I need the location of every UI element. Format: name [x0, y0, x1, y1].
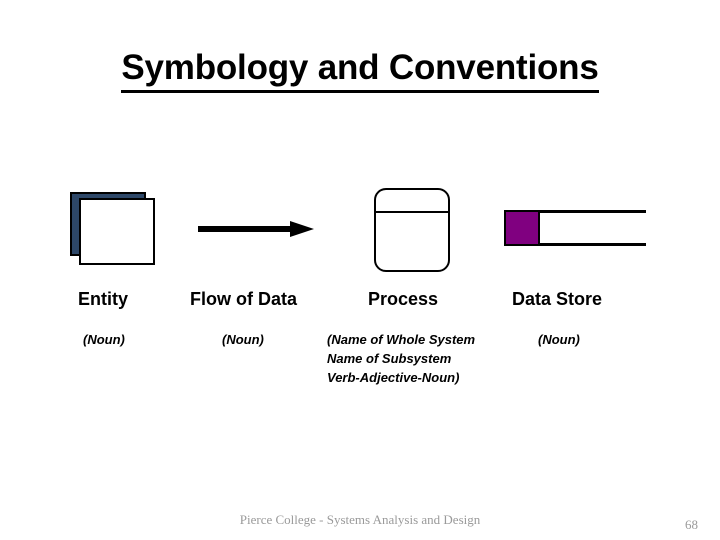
- symbol-label-flow: Flow of Data: [190, 289, 297, 309]
- datastore-bottom-line: [504, 243, 646, 246]
- page-number: 68: [685, 517, 698, 532]
- page-title: Symbology and Conventions: [0, 48, 720, 93]
- page-title-text: Symbology and Conventions: [121, 48, 599, 93]
- datastore-top-line: [504, 210, 646, 213]
- open-rectangle-icon: [504, 210, 646, 246]
- footer-text: Pierce College - Systems Analysis and De…: [239, 512, 481, 527]
- symbol-description-datastore: (Noun): [538, 332, 580, 347]
- stacked-squares-icon: [70, 192, 160, 270]
- right-arrow-icon: [198, 221, 314, 237]
- symbol-description-entity: (Noun): [83, 332, 125, 347]
- rounded-rectangle-icon: [374, 188, 450, 272]
- symbol-description-process: (Name of Whole System Name of Subsystem …: [327, 332, 476, 385]
- entity-front-square: [79, 198, 155, 265]
- datastore-id-box: [504, 210, 540, 246]
- symbol-label-process: Process: [368, 289, 439, 309]
- symbol-label-entity: Entity: [78, 289, 129, 309]
- symbol-description-flow: (Noun): [222, 332, 264, 347]
- symbol-label-datastore: Data Store: [512, 289, 603, 309]
- process-divider-line: [376, 211, 448, 213]
